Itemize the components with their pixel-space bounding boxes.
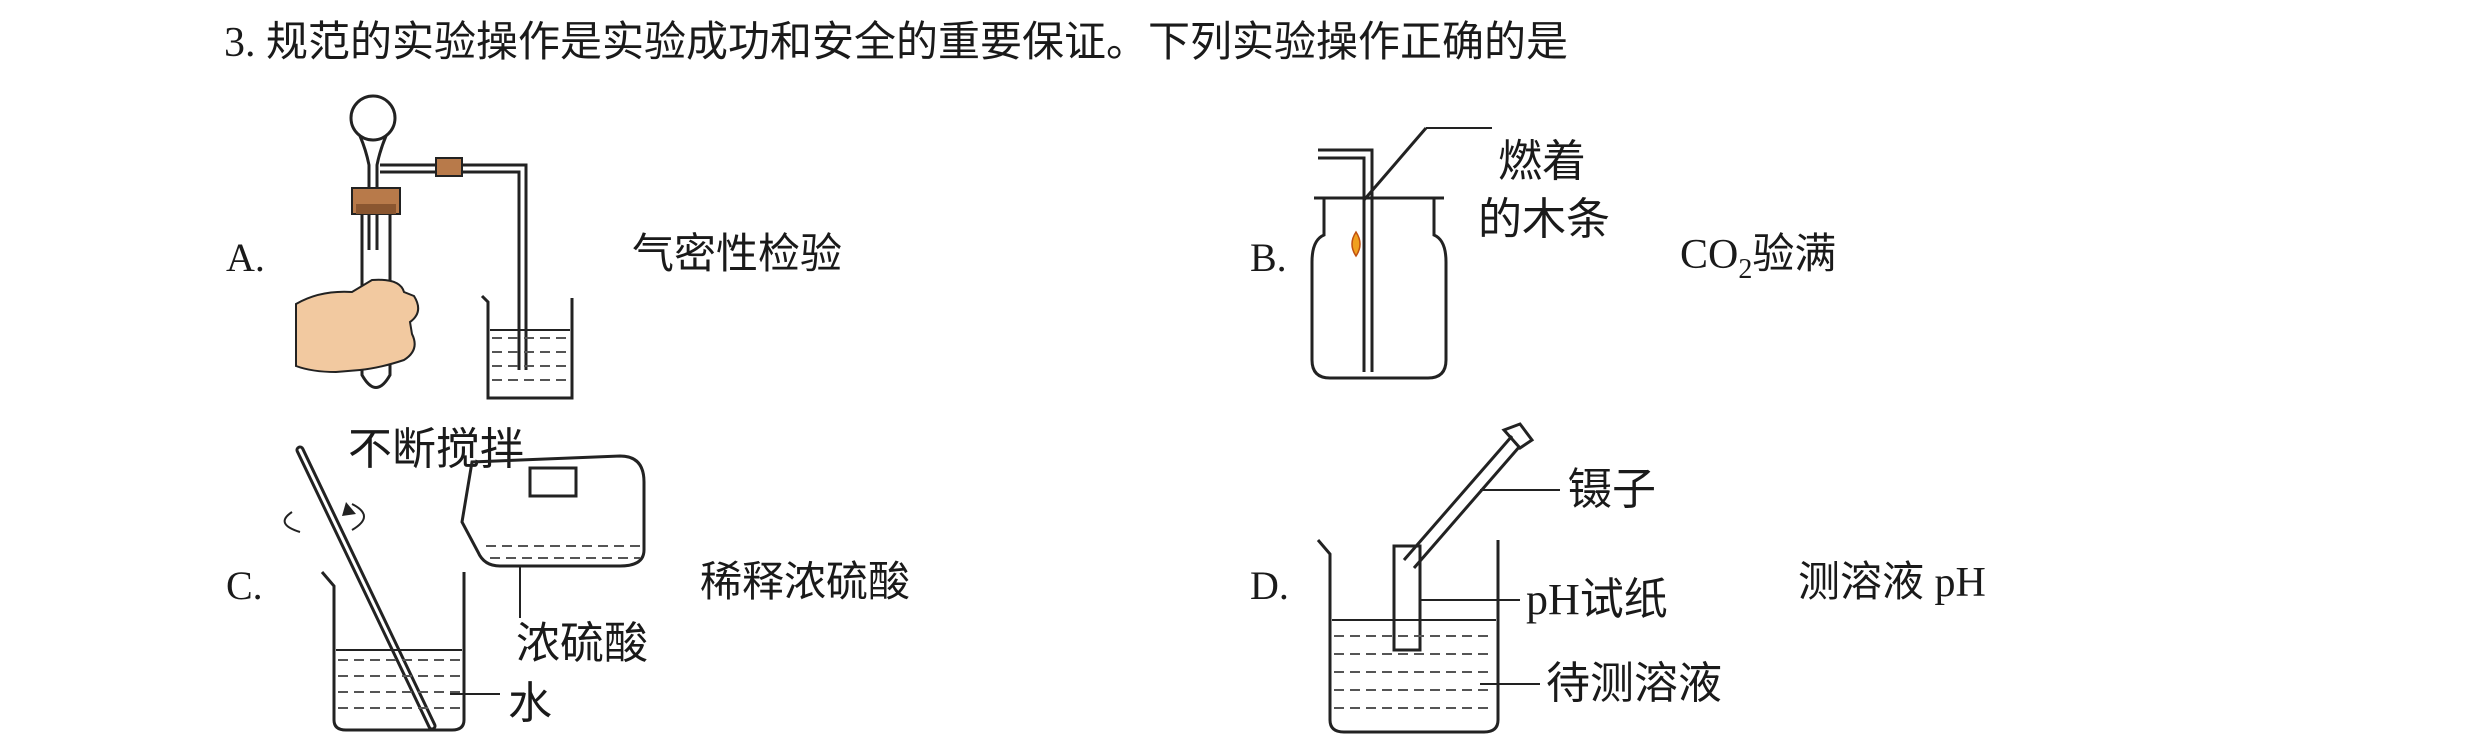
separatory-funnel-bulb xyxy=(349,94,397,142)
callout-stir: 不断搅拌 xyxy=(348,425,524,474)
option-b-label[interactable]: B. xyxy=(1250,235,1287,280)
callout-water: 水 xyxy=(508,679,552,728)
option-a-name: 气密性检验 xyxy=(632,232,843,278)
callout-ph-paper: pH试纸 xyxy=(1526,575,1668,624)
test-tube xyxy=(360,210,392,389)
option-a-label[interactable]: A. xyxy=(226,235,265,280)
gas-bottle xyxy=(1310,198,1448,380)
question-number: 3. xyxy=(224,20,256,66)
beaker-c xyxy=(320,571,466,732)
option-d-label[interactable]: D. xyxy=(1250,563,1289,608)
flame-icon xyxy=(1351,230,1361,258)
burning-stick xyxy=(1362,127,1428,201)
callout-burning-stick-1: 燃着 xyxy=(1498,137,1586,186)
callout-test-solution: 待测溶液 xyxy=(1546,659,1722,708)
option-c-label[interactable]: C. xyxy=(226,563,263,608)
co2-formula: CO xyxy=(1680,232,1739,278)
callout-burning-stick-2: 的木条 xyxy=(1478,195,1610,244)
option-d-name: 测溶液 pH xyxy=(1798,560,1986,606)
ph-paper xyxy=(1392,544,1422,652)
question-stem: 3. 规范的实验操作是实验成功和安全的重要保证。下列实验操作正确的是 xyxy=(224,22,1568,64)
tube-clamp xyxy=(435,157,463,177)
question-text: 规范的实验操作是实验成功和安全的重要保证。下列实验操作正确的是 xyxy=(266,20,1569,66)
hand xyxy=(295,278,420,374)
option-b-name: CO2验满 xyxy=(1680,234,1836,284)
option-c-name: 稀释浓硫酸 xyxy=(700,560,911,606)
callout-tweezers: 镊子 xyxy=(1568,465,1656,514)
option-b-name-tail: 验满 xyxy=(1752,232,1837,278)
callout-conc-acid: 浓硫酸 xyxy=(516,619,648,668)
acid-reagent-bottle xyxy=(460,454,646,568)
beaker-a xyxy=(480,294,574,400)
co2-subscript: 2 xyxy=(1738,254,1753,285)
beaker-d xyxy=(1316,539,1500,734)
